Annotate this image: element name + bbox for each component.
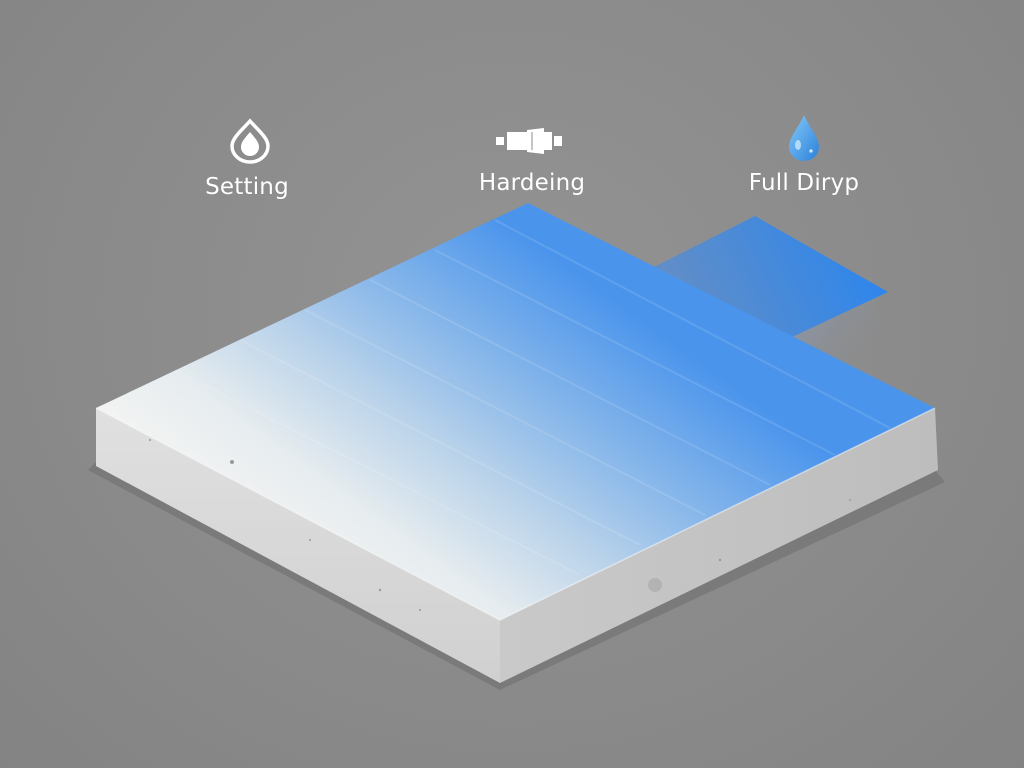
stage-label-hardening: Hardeing [478,170,586,196]
full-dry-panel [652,216,888,338]
stage-label-full-dry: Full Diryp [748,170,860,196]
stage-label-setting: Setting [205,174,289,200]
bolt-connector-icon [494,126,564,161]
slab-left-side [96,408,500,683]
concrete-speckles [149,439,851,611]
blue-water-drop-icon [787,113,821,168]
water-drop-outline-icon [228,118,272,169]
slab-top-surface [96,203,935,620]
gradient-bands [174,219,891,576]
slab-right-side [500,408,938,683]
